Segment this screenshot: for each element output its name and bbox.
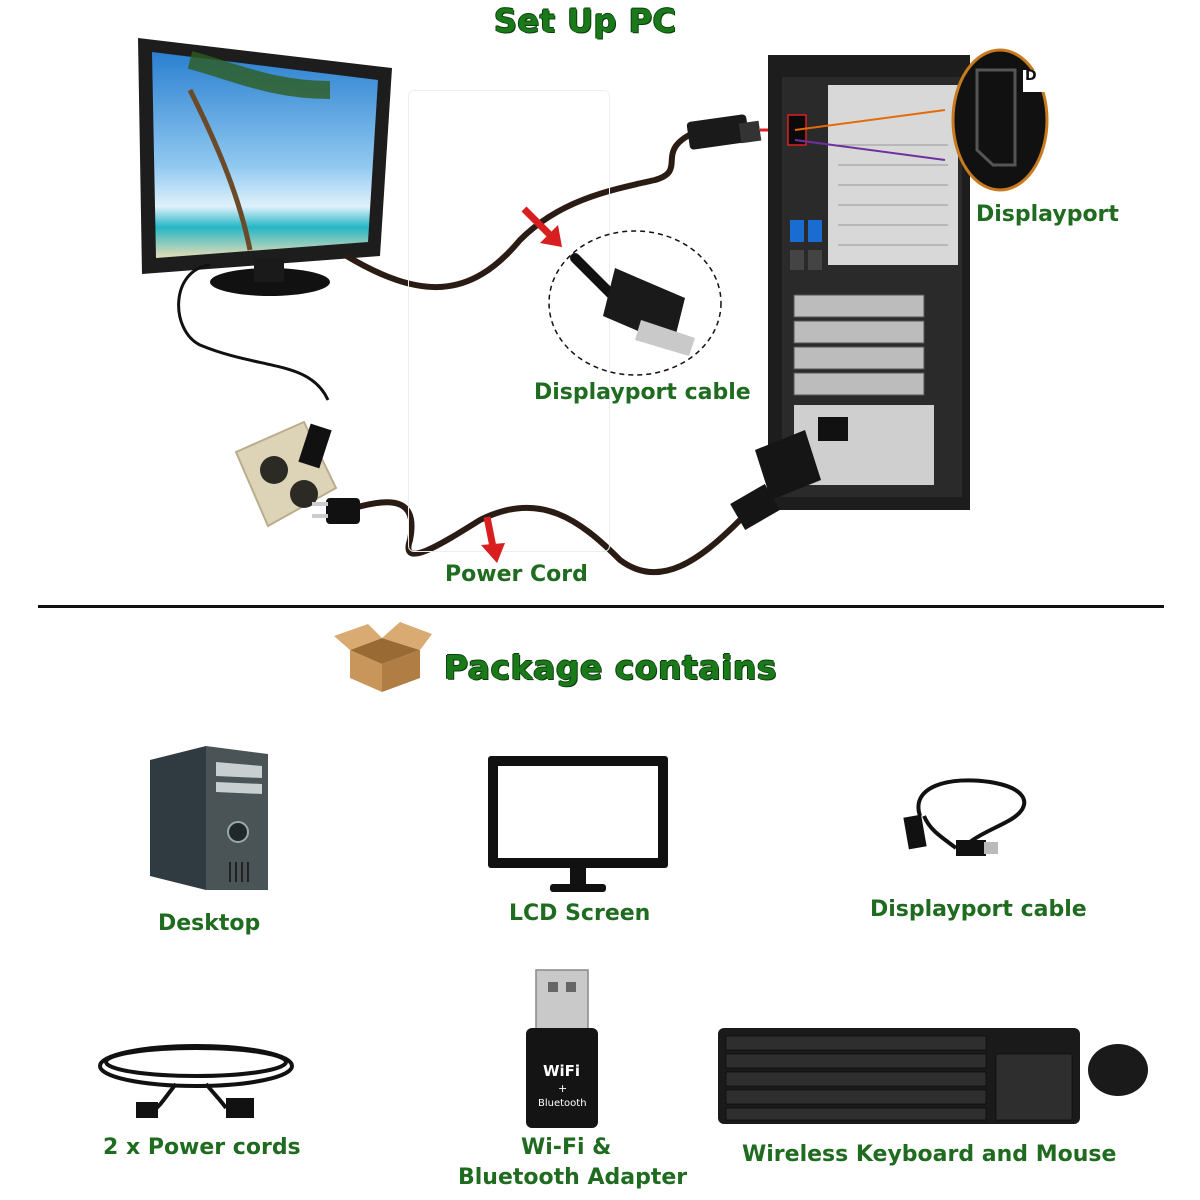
keyboard-mouse-label: Wireless Keyboard and Mouse: [742, 1142, 1117, 1167]
wifi-adapter-label-line2: Bluetooth Adapter: [458, 1165, 688, 1190]
package-box-icon: [334, 622, 432, 692]
displayport-cable-icon: [903, 778, 1027, 856]
setup-title: Set Up PC: [494, 2, 677, 40]
power-cord-icon: [98, 1044, 294, 1118]
power-plug-icon: [312, 498, 360, 524]
power-cords-label: 2 x Power cords: [103, 1135, 301, 1160]
iec-plug-icon: [730, 430, 821, 530]
wifi-adapter-label-line1: Wi-Fi &: [521, 1135, 612, 1160]
dp-logo-letter: D: [1025, 68, 1037, 84]
pc-tower-rear: [768, 55, 970, 510]
displayport-label: Displayport: [976, 202, 1119, 227]
section-divider: [38, 605, 1164, 608]
desktop-label: Desktop: [158, 911, 261, 936]
package-title: Package contains: [444, 648, 778, 687]
wifi-bluetooth-adapter-icon: [526, 969, 598, 1128]
adapter-bluetooth-text: Bluetooth: [538, 1098, 587, 1109]
dp-port-magnifier: [794, 48, 1049, 192]
monitor-illustration: [138, 38, 392, 296]
wall-outlet-icon: [234, 420, 338, 528]
arrow-to-dp-cable: [521, 206, 562, 247]
displayport-cable-item-label: Displayport cable: [870, 897, 1087, 922]
keyboard-mouse-icon: [718, 1028, 1148, 1124]
lcd-monitor-icon: [488, 756, 668, 892]
dp-cable-label: Displayport cable: [534, 380, 751, 405]
dp-cable-closeup: [548, 230, 722, 376]
arrow-to-power-cord: [481, 516, 505, 563]
background-panel: [408, 90, 610, 552]
adapter-plus-text: +: [558, 1082, 568, 1095]
adapter-wifi-text: WiFi: [543, 1062, 581, 1080]
desktop-tower-icon: [150, 746, 268, 890]
lcd-screen-label: LCD Screen: [509, 901, 651, 926]
power-cord-label: Power Cord: [445, 562, 588, 587]
